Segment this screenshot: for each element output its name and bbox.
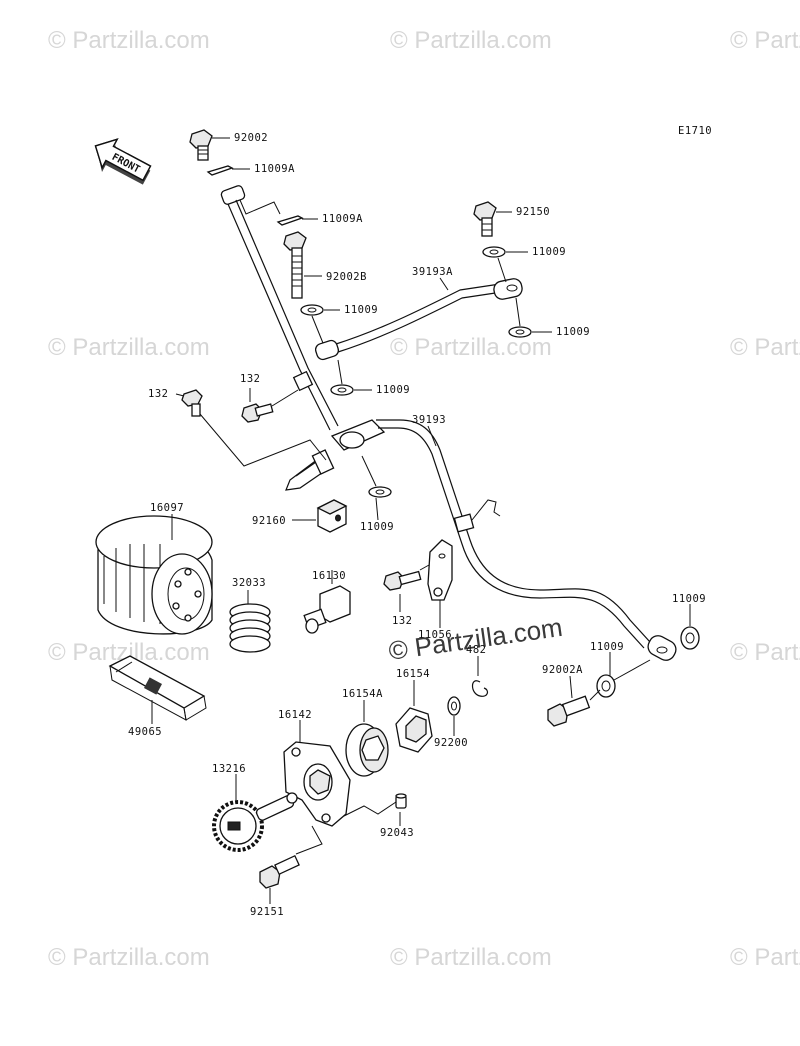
part-label[interactable]: 16097 — [150, 502, 184, 514]
part-label[interactable]: 482 — [466, 644, 486, 656]
watermark: © Partzilla.com — [390, 27, 552, 54]
washer-11009a — [206, 165, 234, 176]
pipe-junction — [285, 419, 386, 491]
bolt-92151 — [259, 854, 300, 889]
part-label[interactable]: 11009 — [590, 641, 624, 653]
watermark: © Partzilla.com — [48, 334, 210, 361]
bolt-132 — [241, 403, 274, 423]
part-label[interactable]: 49065 — [128, 726, 162, 738]
bolt-92002b — [283, 231, 307, 299]
watermark-layer: © Partzilla.com © Partzilla.com © Partzi… — [48, 27, 800, 971]
part-label[interactable]: 132 — [392, 615, 412, 627]
pin-92043 — [395, 793, 407, 809]
part-label[interactable]: 39193 — [412, 414, 446, 426]
part-label[interactable]: 11009A — [254, 163, 295, 175]
watermark: © Partzilla.com — [730, 944, 800, 971]
part-label[interactable]: 11009A — [322, 213, 363, 225]
watermark: © Partzilla.com — [390, 334, 552, 361]
watermark: © Partzilla.com — [48, 944, 210, 971]
part-label[interactable]: 92002A — [542, 664, 583, 676]
part-label[interactable]: 11009 — [344, 304, 378, 316]
part-label[interactable]: 132 — [148, 388, 168, 400]
diagram-code: E1710 — [678, 125, 712, 137]
rotor-16154a — [345, 723, 389, 777]
part-label[interactable]: 92002 — [234, 132, 268, 144]
part-label[interactable]: 16142 — [278, 709, 312, 721]
oil-pipe-39193 — [376, 419, 677, 661]
part-label[interactable]: 16154 — [396, 668, 430, 680]
part-label[interactable]: 132 — [240, 373, 260, 385]
part-label[interactable]: 11009 — [672, 593, 706, 605]
part-label[interactable]: 92150 — [516, 206, 550, 218]
fitting-16130 — [303, 585, 351, 634]
part-label[interactable]: 11009 — [556, 326, 590, 338]
oil-filter-16097 — [95, 515, 213, 635]
part-label[interactable]: 32033 — [232, 577, 266, 589]
spring-32033 — [229, 603, 271, 653]
watermark-center: © Partzilla.com — [387, 612, 565, 666]
watermark: © Partzilla.com — [390, 944, 552, 971]
part-label[interactable]: 13216 — [212, 763, 246, 775]
part-label[interactable]: 11009 — [376, 384, 410, 396]
rotor-16154 — [395, 707, 433, 753]
part-label[interactable]: 11009 — [532, 246, 566, 258]
part-label[interactable]: 16154A — [342, 688, 383, 700]
part-label[interactable]: 11009 — [360, 521, 394, 533]
oil-pipe-39193a — [314, 278, 523, 361]
part-label[interactable]: 39193A — [412, 266, 453, 278]
part-labels: 92002 11009A 11009A 92150 11009 39193A 9… — [128, 132, 706, 918]
part-label[interactable]: 92200 — [434, 737, 468, 749]
oil-pipe-upper — [220, 185, 339, 431]
bolt-132-lower — [383, 570, 422, 591]
gear-13216 — [212, 792, 298, 852]
cap-92160 — [316, 499, 348, 533]
bolt-92002a — [547, 695, 591, 727]
part-label[interactable]: 92151 — [250, 906, 284, 918]
bolt-92002 — [189, 129, 213, 161]
part-label[interactable]: 92002B — [326, 271, 367, 283]
watermark: © Partzilla.com — [730, 639, 800, 666]
part-label[interactable]: 92043 — [380, 827, 414, 839]
watermark: © Partzilla.com — [48, 27, 210, 54]
part-label[interactable]: 16130 — [312, 570, 346, 582]
clip-482 — [471, 680, 489, 697]
part-label[interactable]: 92160 — [252, 515, 286, 527]
front-arrow-icon: FRONT — [94, 138, 152, 185]
watermark: © Partzilla.com — [730, 334, 800, 361]
bracket-11056 — [427, 539, 453, 601]
pump-cover-16142 — [283, 741, 351, 827]
bolt-92150 — [473, 201, 497, 237]
watermark: © Partzilla.com — [730, 27, 800, 54]
part-label[interactable]: 11056 — [418, 629, 452, 641]
screen-49065 — [108, 655, 207, 721]
